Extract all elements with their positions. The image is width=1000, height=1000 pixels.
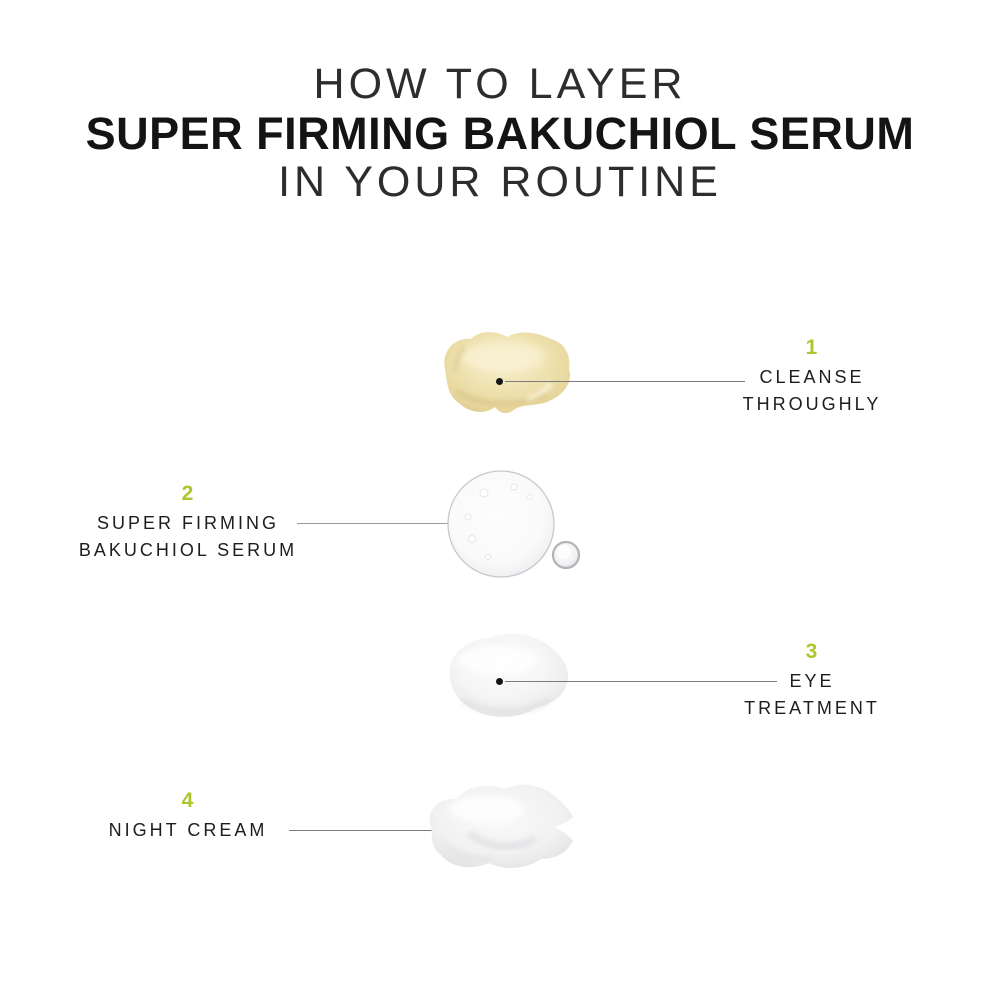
step2-label-line1: SUPER FIRMING <box>96 513 279 533</box>
cleanser-smear-icon <box>444 332 571 414</box>
callout-line-step4 <box>289 830 497 831</box>
step1-label-line2: THROUGHLY <box>742 394 882 414</box>
title-line-1: HOW TO LAYER <box>313 60 687 108</box>
step3-label-line1: EYE <box>789 671 835 691</box>
night-cream-smear-icon <box>429 784 573 868</box>
step1-label-line1: CLEANSE <box>759 367 865 387</box>
step1-label: 1 CLEANSE THROUGHLY <box>722 336 902 418</box>
step4-label: 4 NIGHT CREAM <box>63 789 313 844</box>
step2-label-line2: BAKUCHIOL SERUM <box>78 540 298 560</box>
step2-label: 2 SUPER FIRMING BAKUCHIOL SERUM <box>68 482 308 564</box>
callout-dot-step3 <box>496 678 503 685</box>
title-line-3: IN YOUR ROUTINE <box>278 158 722 206</box>
callout-line-step3 <box>505 681 777 682</box>
callout-dot-step1 <box>496 378 503 385</box>
callout-line-step1 <box>505 381 745 382</box>
title-line-2: SUPER FIRMING BAKUCHIOL SERUM <box>85 108 915 159</box>
step3-label: 3 EYE TREATMENT <box>722 640 902 722</box>
page-title: HOW TO LAYER SUPER FIRMING BAKUCHIOL SER… <box>0 60 1000 207</box>
step2-number: 2 <box>181 482 195 505</box>
callout-line-step2 <box>297 523 497 524</box>
step1-number: 1 <box>805 336 819 359</box>
step4-label-line1: NIGHT CREAM <box>108 820 268 840</box>
step3-label-line2: TREATMENT <box>744 698 880 718</box>
step3-number: 3 <box>805 640 819 663</box>
serum-drop-icon <box>447 470 581 578</box>
step4-number: 4 <box>181 789 195 812</box>
eye-treatment-smear-icon <box>449 633 569 717</box>
